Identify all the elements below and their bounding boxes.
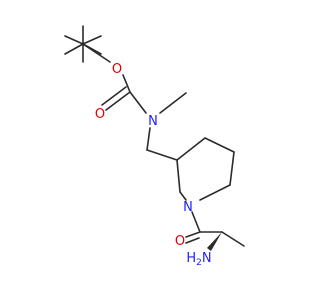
wedge-bond xyxy=(207,232,222,251)
bond xyxy=(82,43,111,63)
bond xyxy=(64,43,84,55)
structure-canvas: O O N N O H2N xyxy=(64,25,245,268)
atom-carbamate-nitrogen: N xyxy=(148,114,158,129)
atom-ring-nitrogen: N xyxy=(183,200,193,215)
bond xyxy=(176,159,181,193)
bond xyxy=(146,149,178,161)
bond xyxy=(176,137,206,161)
bond xyxy=(185,231,201,238)
bond xyxy=(221,231,245,247)
bond xyxy=(146,127,151,151)
bond xyxy=(129,91,147,114)
atom-carbonyl-oxygen-top: O xyxy=(95,107,105,122)
bond xyxy=(229,151,235,186)
bond xyxy=(191,211,201,233)
atom-carbonyl-oxygen-bottom: O xyxy=(175,234,185,249)
bond xyxy=(64,35,84,45)
molecule-diagram: O O N N O H2N xyxy=(64,25,245,268)
bond xyxy=(199,184,231,201)
bond xyxy=(159,92,187,114)
bond xyxy=(82,35,102,45)
bond xyxy=(101,86,127,106)
bond xyxy=(105,91,131,111)
atom-ester-oxygen: O xyxy=(112,62,122,77)
atom-amine-nh2: H2N xyxy=(186,251,211,268)
bond xyxy=(179,191,187,201)
bond xyxy=(122,74,131,93)
bond xyxy=(185,237,200,244)
bond xyxy=(204,137,235,153)
